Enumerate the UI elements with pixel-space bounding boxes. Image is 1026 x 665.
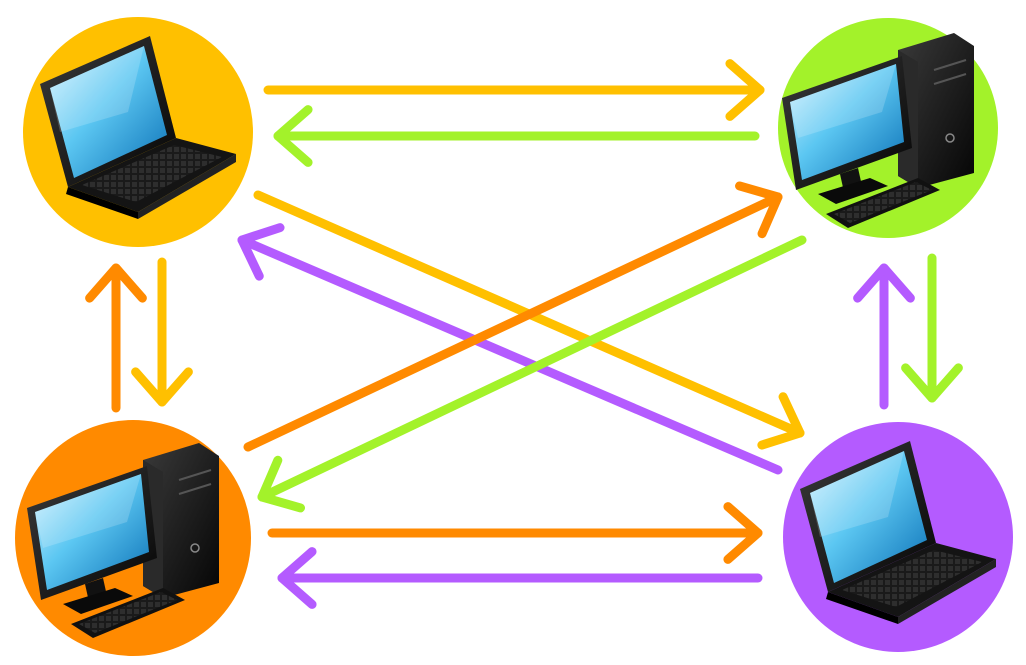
arrow-head: [85, 263, 147, 303]
node-desktop-top-right: [778, 18, 998, 238]
arrow-head: [131, 367, 193, 407]
arrow-desktop-top-right-to-desktop-bottom-left: [257, 235, 807, 513]
arrow-shaft: [237, 235, 783, 475]
arrow-head: [735, 181, 783, 239]
arrow-head: [901, 363, 963, 403]
arrow-desktop-top-right-to-laptop-bottom-right: [901, 253, 963, 403]
arrow-desktop-bottom-left-to-laptop-bottom-right: [267, 502, 763, 564]
node-laptop-top-left: [23, 17, 253, 247]
arrow-head: [853, 263, 915, 303]
arrow-head: [273, 105, 313, 167]
arrow-head: [237, 223, 285, 281]
arrow-head: [757, 392, 805, 450]
arrow-head: [277, 547, 317, 609]
laptop-icon: [800, 441, 996, 624]
desktop-computer-icon: [27, 443, 219, 638]
arrow-laptop-top-left-to-desktop-bottom-left: [131, 257, 193, 407]
arrows-layer: [85, 59, 963, 609]
arrow-laptop-top-left-to-desktop-top-right: [263, 59, 765, 121]
arrow-head: [257, 455, 305, 513]
arrow-laptop-bottom-right-to-desktop-bottom-left: [277, 547, 763, 609]
arrow-laptop-bottom-right-to-desktop-top-right: [853, 263, 915, 410]
arrow-head: [725, 59, 765, 121]
node-desktop-bottom-left: [15, 420, 251, 656]
arrow-head: [723, 502, 763, 564]
arrow-laptop-bottom-right-to-laptop-top-left: [237, 223, 783, 475]
arrow-desktop-bottom-left-to-laptop-top-left: [85, 263, 147, 413]
arrow-desktop-bottom-left-to-desktop-top-right: [243, 181, 783, 452]
arrow-desktop-top-right-to-laptop-top-left: [273, 105, 760, 167]
node-laptop-bottom-right: [783, 422, 1013, 652]
laptop-icon: [40, 36, 236, 219]
nodes-layer: [15, 17, 1013, 656]
arrow-shaft: [257, 235, 807, 502]
arrow-shaft: [243, 192, 783, 452]
desktop-computer-icon: [782, 33, 974, 228]
